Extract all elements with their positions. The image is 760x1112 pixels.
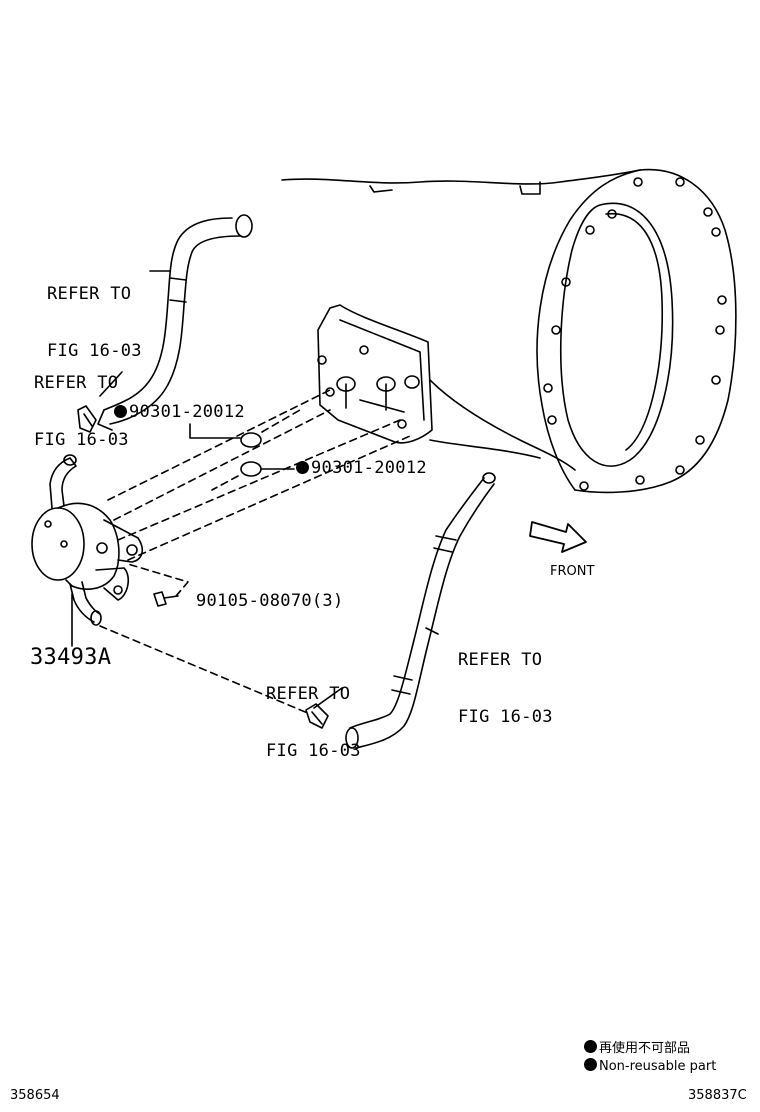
non-reusable-dot-icon xyxy=(584,1040,597,1053)
oring-lower-number: 90301-20012 xyxy=(311,458,427,478)
refer-label-4-line1: REFER TO xyxy=(266,684,351,704)
upper-hose xyxy=(97,214,253,431)
part-label-bolt: 90105-08070(3) xyxy=(196,591,344,611)
refer-label-4-line2: FIG 16-03 xyxy=(266,741,361,761)
legend-en-text: Non-reusable part xyxy=(599,1059,717,1074)
clamp-upper xyxy=(77,405,97,433)
part-label-oring-upper: 90301-20012 xyxy=(114,403,245,422)
bolt xyxy=(153,591,179,607)
non-reusable-dot-icon xyxy=(296,461,309,474)
refer-label-3-line2: FIG 16-03 xyxy=(458,707,553,727)
part-label-oring-lower: 90301-20012 xyxy=(296,459,427,478)
alignment-lines xyxy=(99,389,411,715)
transmission-port-block xyxy=(317,304,433,444)
part-label-cooler: 33493A xyxy=(30,645,112,670)
refer-label-1-line1: REFER TO xyxy=(47,284,132,304)
non-reusable-dot-icon xyxy=(584,1058,597,1071)
refer-label-1: REFER TO FIG 16-03 xyxy=(47,247,142,380)
diagram-id-left: 358654 xyxy=(10,1088,60,1103)
oil-cooler xyxy=(31,454,144,626)
o-ring-upper-shape xyxy=(240,432,262,448)
refer-label-3: REFER TO FIG 16-03 xyxy=(458,613,553,746)
leader-lines xyxy=(71,270,439,709)
non-reusable-dot-icon xyxy=(114,405,127,418)
oring-upper-number: 90301-20012 xyxy=(129,402,245,422)
refer-label-1-line2: FIG 16-03 xyxy=(47,341,142,361)
legend-jp-text: 再使用不可部品 xyxy=(599,1041,691,1056)
diagram-id-right: 358837C xyxy=(688,1088,747,1103)
refer-label-2-line1: REFER TO xyxy=(34,373,119,393)
o-ring-lower-shape xyxy=(240,461,262,477)
transmission-case xyxy=(281,168,737,494)
refer-label-2: REFER TO FIG 16-03 xyxy=(34,336,129,469)
legend-jp: 再使用不可部品 xyxy=(584,1037,690,1056)
refer-label-3-line1: REFER TO xyxy=(458,650,543,670)
refer-label-4: REFER TO FIG 16-03 xyxy=(266,647,361,780)
front-label: FRONT xyxy=(550,564,595,579)
lower-hose xyxy=(345,472,496,749)
refer-label-2-line2: FIG 16-03 xyxy=(34,430,129,450)
clamp-lower xyxy=(305,703,329,729)
legend-en: Non-reusable part xyxy=(584,1058,716,1074)
front-arrow-icon xyxy=(529,521,587,553)
